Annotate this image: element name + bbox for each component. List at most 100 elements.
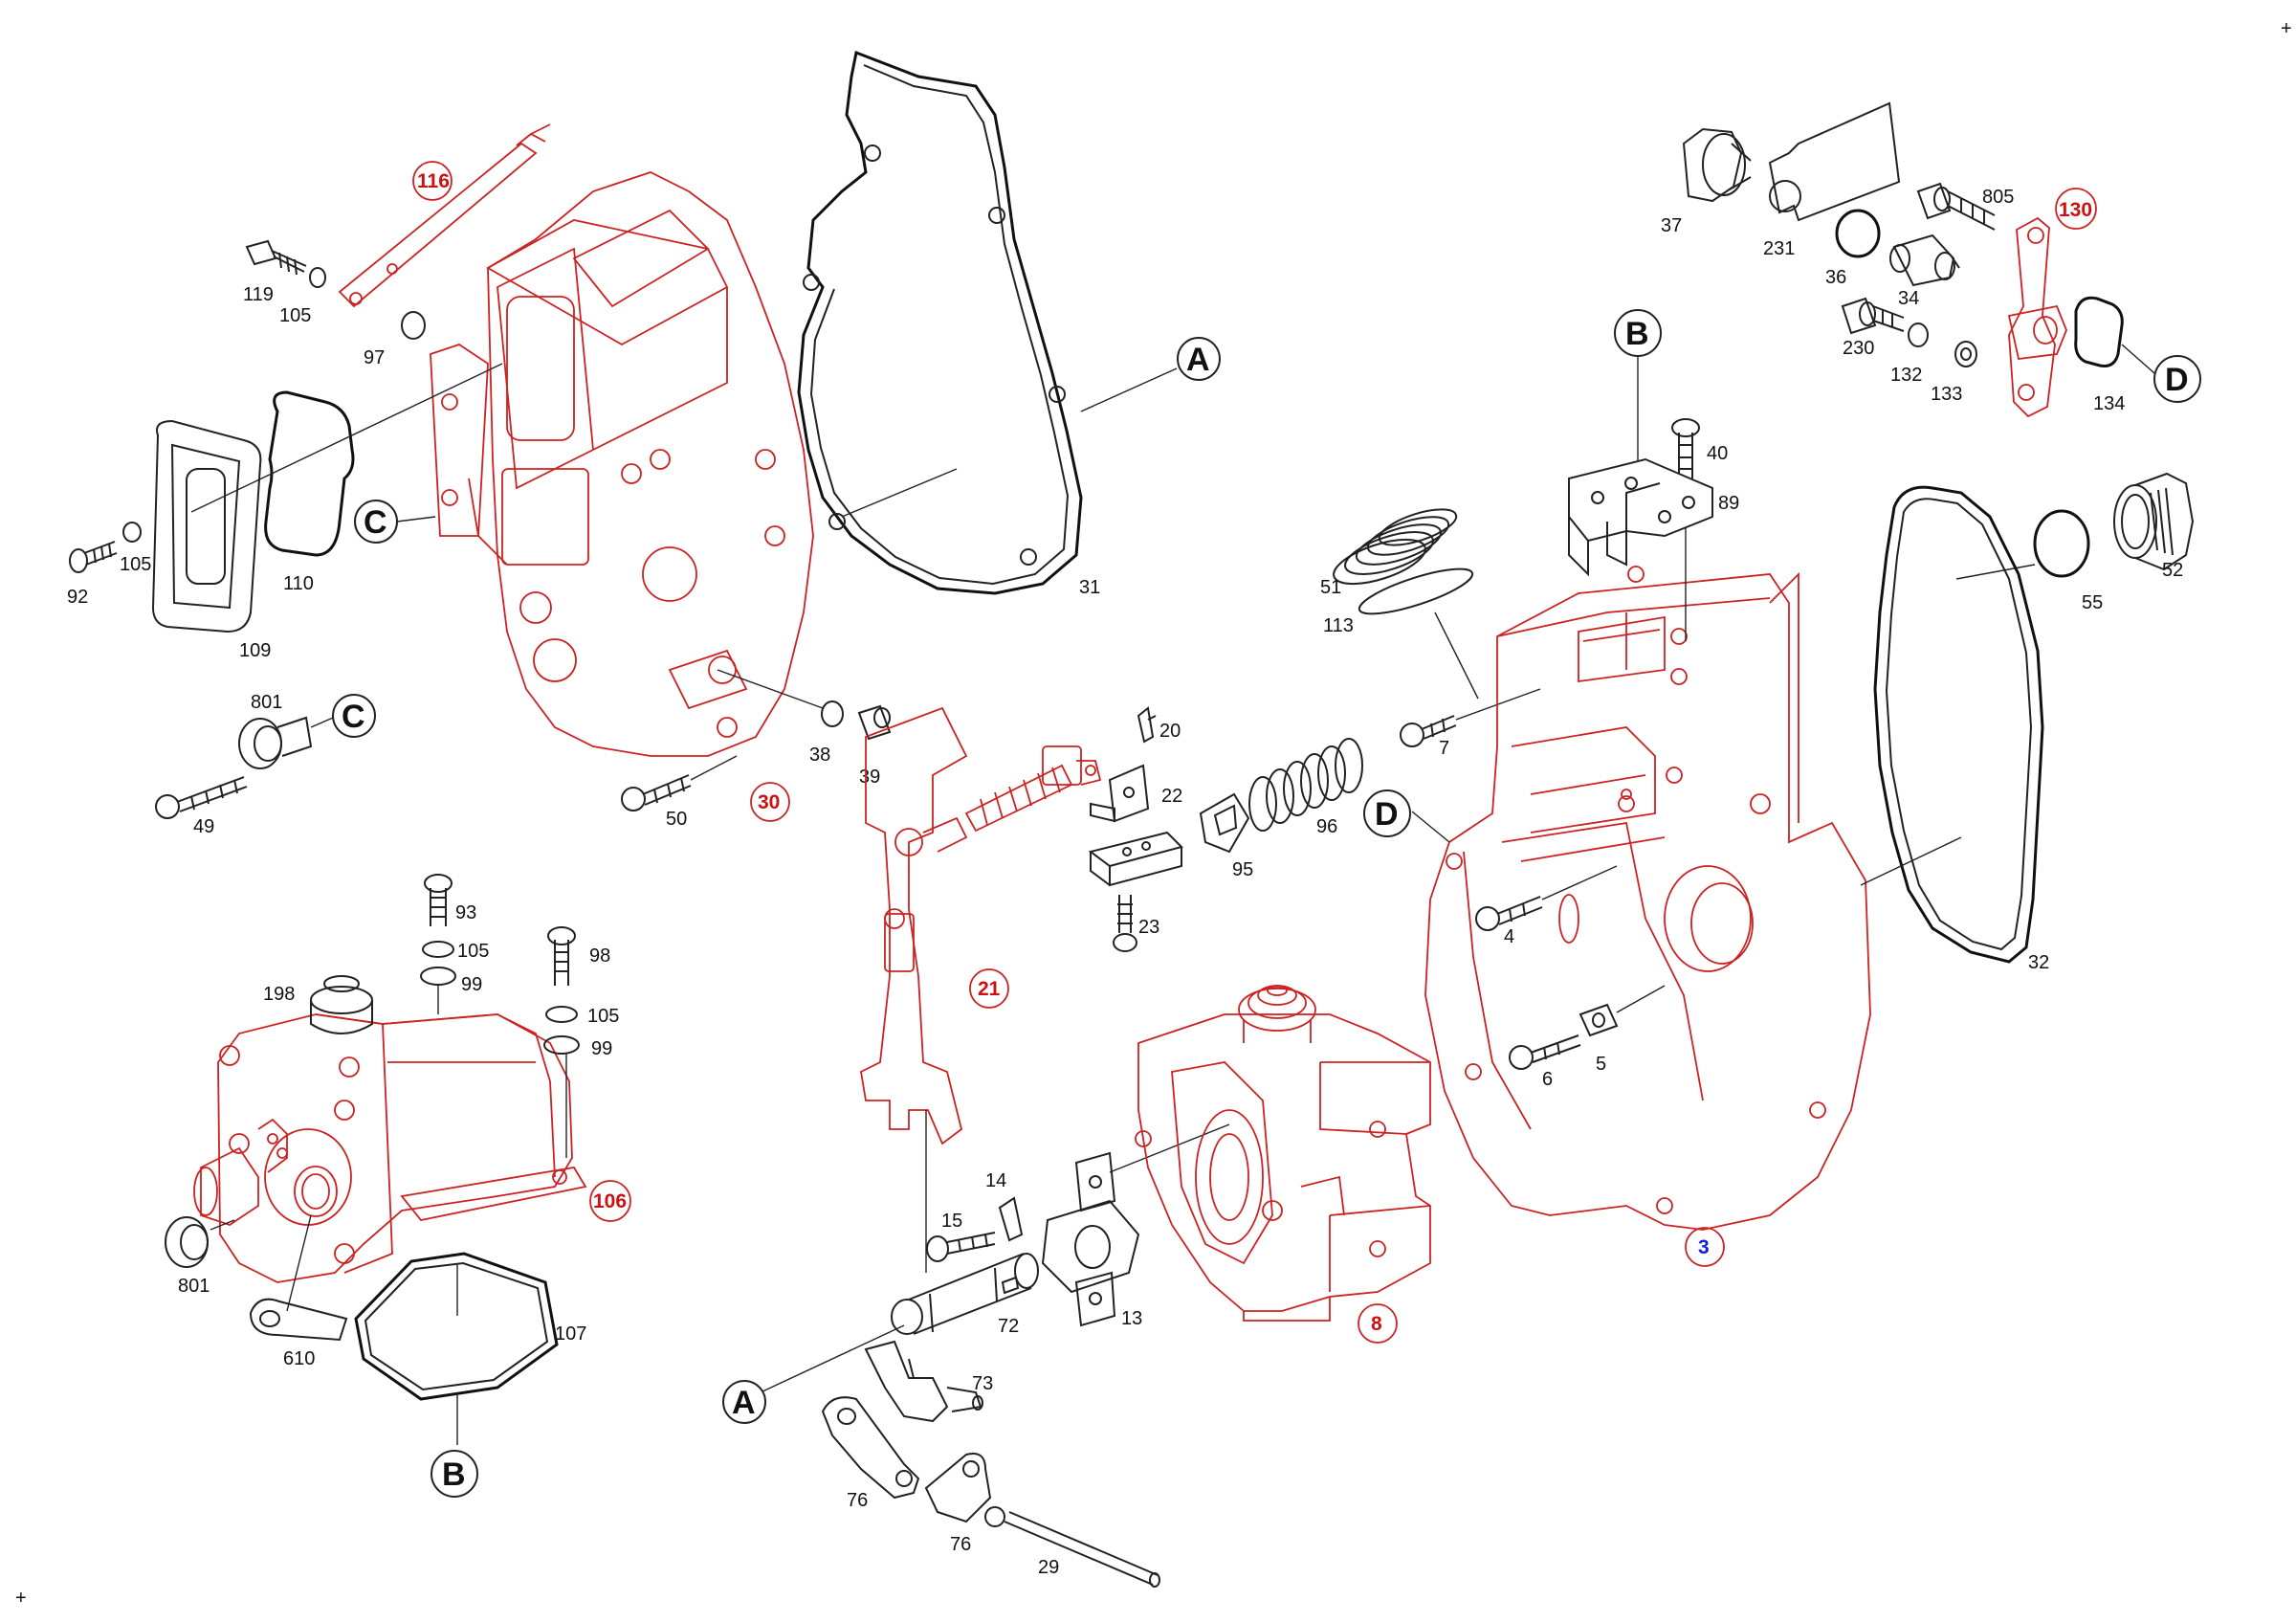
gasket-31	[797, 50, 1083, 595]
spring-96	[1248, 738, 1363, 832]
label-36: 36	[1825, 267, 1846, 288]
ref-a-lower: A	[732, 1385, 756, 1421]
screw-49	[155, 776, 248, 819]
label-39: 39	[859, 767, 880, 788]
label-97: 97	[364, 347, 385, 368]
ref-c-lower: C	[342, 699, 365, 735]
label-105-98: 105	[587, 1006, 619, 1027]
seal-801-lower	[165, 1216, 209, 1268]
pump-housing-assembly-3	[1424, 566, 1871, 1231]
label-29: 29	[1038, 1557, 1059, 1578]
label-13: 13	[1121, 1308, 1142, 1329]
label-8: 8	[1371, 1313, 1382, 1335]
label-92: 92	[67, 587, 88, 608]
ref-d-middle: D	[1375, 796, 1399, 833]
label-801-upper: 801	[251, 692, 282, 713]
label-231: 231	[1763, 238, 1795, 259]
label-31: 31	[1079, 577, 1100, 598]
leader-32	[1860, 836, 1962, 886]
label-105-upper: 105	[279, 305, 311, 326]
seal-801-upper	[238, 718, 282, 769]
governor-housing-assembly-8	[1135, 985, 1431, 1322]
lever-130	[2007, 216, 2067, 418]
lever-assembly-21	[860, 706, 1102, 1145]
label-132: 132	[1890, 365, 1922, 386]
label-21-ring	[969, 968, 1009, 1009]
washer-105-upper	[309, 267, 326, 288]
leader-109	[190, 363, 503, 513]
washer-99-93	[420, 967, 456, 986]
label-98: 98	[589, 945, 610, 967]
gasket-107	[354, 1252, 559, 1401]
cam-13	[1041, 1151, 1140, 1327]
lever-73	[864, 1340, 983, 1423]
screw-93	[424, 874, 453, 926]
label-805: 805	[1982, 187, 2014, 208]
oring-36	[1835, 209, 1881, 258]
label-32: 32	[2028, 952, 2049, 973]
leader-a-lower	[760, 1324, 905, 1393]
label-134: 134	[2093, 393, 2125, 414]
label-107: 107	[555, 1323, 586, 1345]
label-96: 96	[1316, 816, 1337, 837]
label-110: 110	[283, 573, 314, 594]
label-801-lower: 801	[178, 1276, 210, 1297]
label-610: 610	[283, 1348, 315, 1369]
label-73: 73	[972, 1373, 993, 1394]
label-8-ring	[1358, 1303, 1398, 1344]
label-130: 130	[2059, 199, 2092, 221]
leader-31	[841, 468, 958, 518]
pin-29	[1004, 1511, 1160, 1588]
ref-d-upper: D	[2165, 362, 2189, 398]
label-133: 133	[1931, 384, 1962, 405]
label-7: 7	[1439, 738, 1449, 759]
label-14: 14	[985, 1170, 1006, 1191]
oring-134	[2074, 296, 2124, 367]
lever-116	[338, 123, 551, 308]
label-76-right: 76	[950, 1534, 971, 1555]
gasket-110	[264, 390, 355, 557]
governor-cover-assembly-30	[430, 171, 814, 757]
label-89: 89	[1718, 493, 1739, 514]
screw-15	[926, 1232, 996, 1262]
label-198: 198	[263, 984, 295, 1005]
washer-133	[1954, 341, 1977, 367]
gasket-32	[1873, 485, 2044, 964]
label-72: 72	[998, 1316, 1019, 1337]
spring-seat-95	[1199, 792, 1250, 854]
label-38: 38	[809, 745, 830, 766]
plug-37	[1682, 127, 1752, 203]
label-40: 40	[1707, 443, 1728, 464]
label-20: 20	[1159, 721, 1181, 742]
screw-119	[245, 239, 307, 276]
screw-40	[1671, 418, 1700, 478]
link-76-right	[924, 1453, 1005, 1527]
label-76-left: 76	[847, 1490, 868, 1511]
label-99-93: 99	[461, 974, 482, 995]
screw-23	[1113, 895, 1137, 952]
tag-231	[1768, 101, 1901, 222]
washer-105-left	[122, 522, 142, 543]
plate-89	[1568, 457, 1713, 577]
label-95: 95	[1232, 859, 1253, 880]
link-76-left	[821, 1396, 920, 1500]
label-22: 22	[1161, 786, 1182, 807]
screw-4	[1475, 896, 1543, 931]
label-105-left: 105	[120, 554, 151, 575]
ref-b-lower: B	[442, 1456, 466, 1493]
label-23: 23	[1138, 917, 1159, 938]
label-30-ring	[750, 782, 790, 822]
oring-113	[1358, 567, 1474, 615]
label-230: 230	[1843, 338, 1874, 359]
screw-230	[1841, 297, 1905, 335]
sleeve-97	[401, 311, 426, 340]
washer-99-98	[543, 1035, 580, 1055]
clip-14	[998, 1196, 1024, 1242]
label-3-ring	[1685, 1227, 1725, 1267]
label-50: 50	[666, 809, 687, 830]
screw-805	[1916, 182, 1996, 231]
label-4: 4	[1504, 926, 1514, 947]
cover-109	[151, 419, 262, 634]
label-21: 21	[978, 978, 1001, 1000]
